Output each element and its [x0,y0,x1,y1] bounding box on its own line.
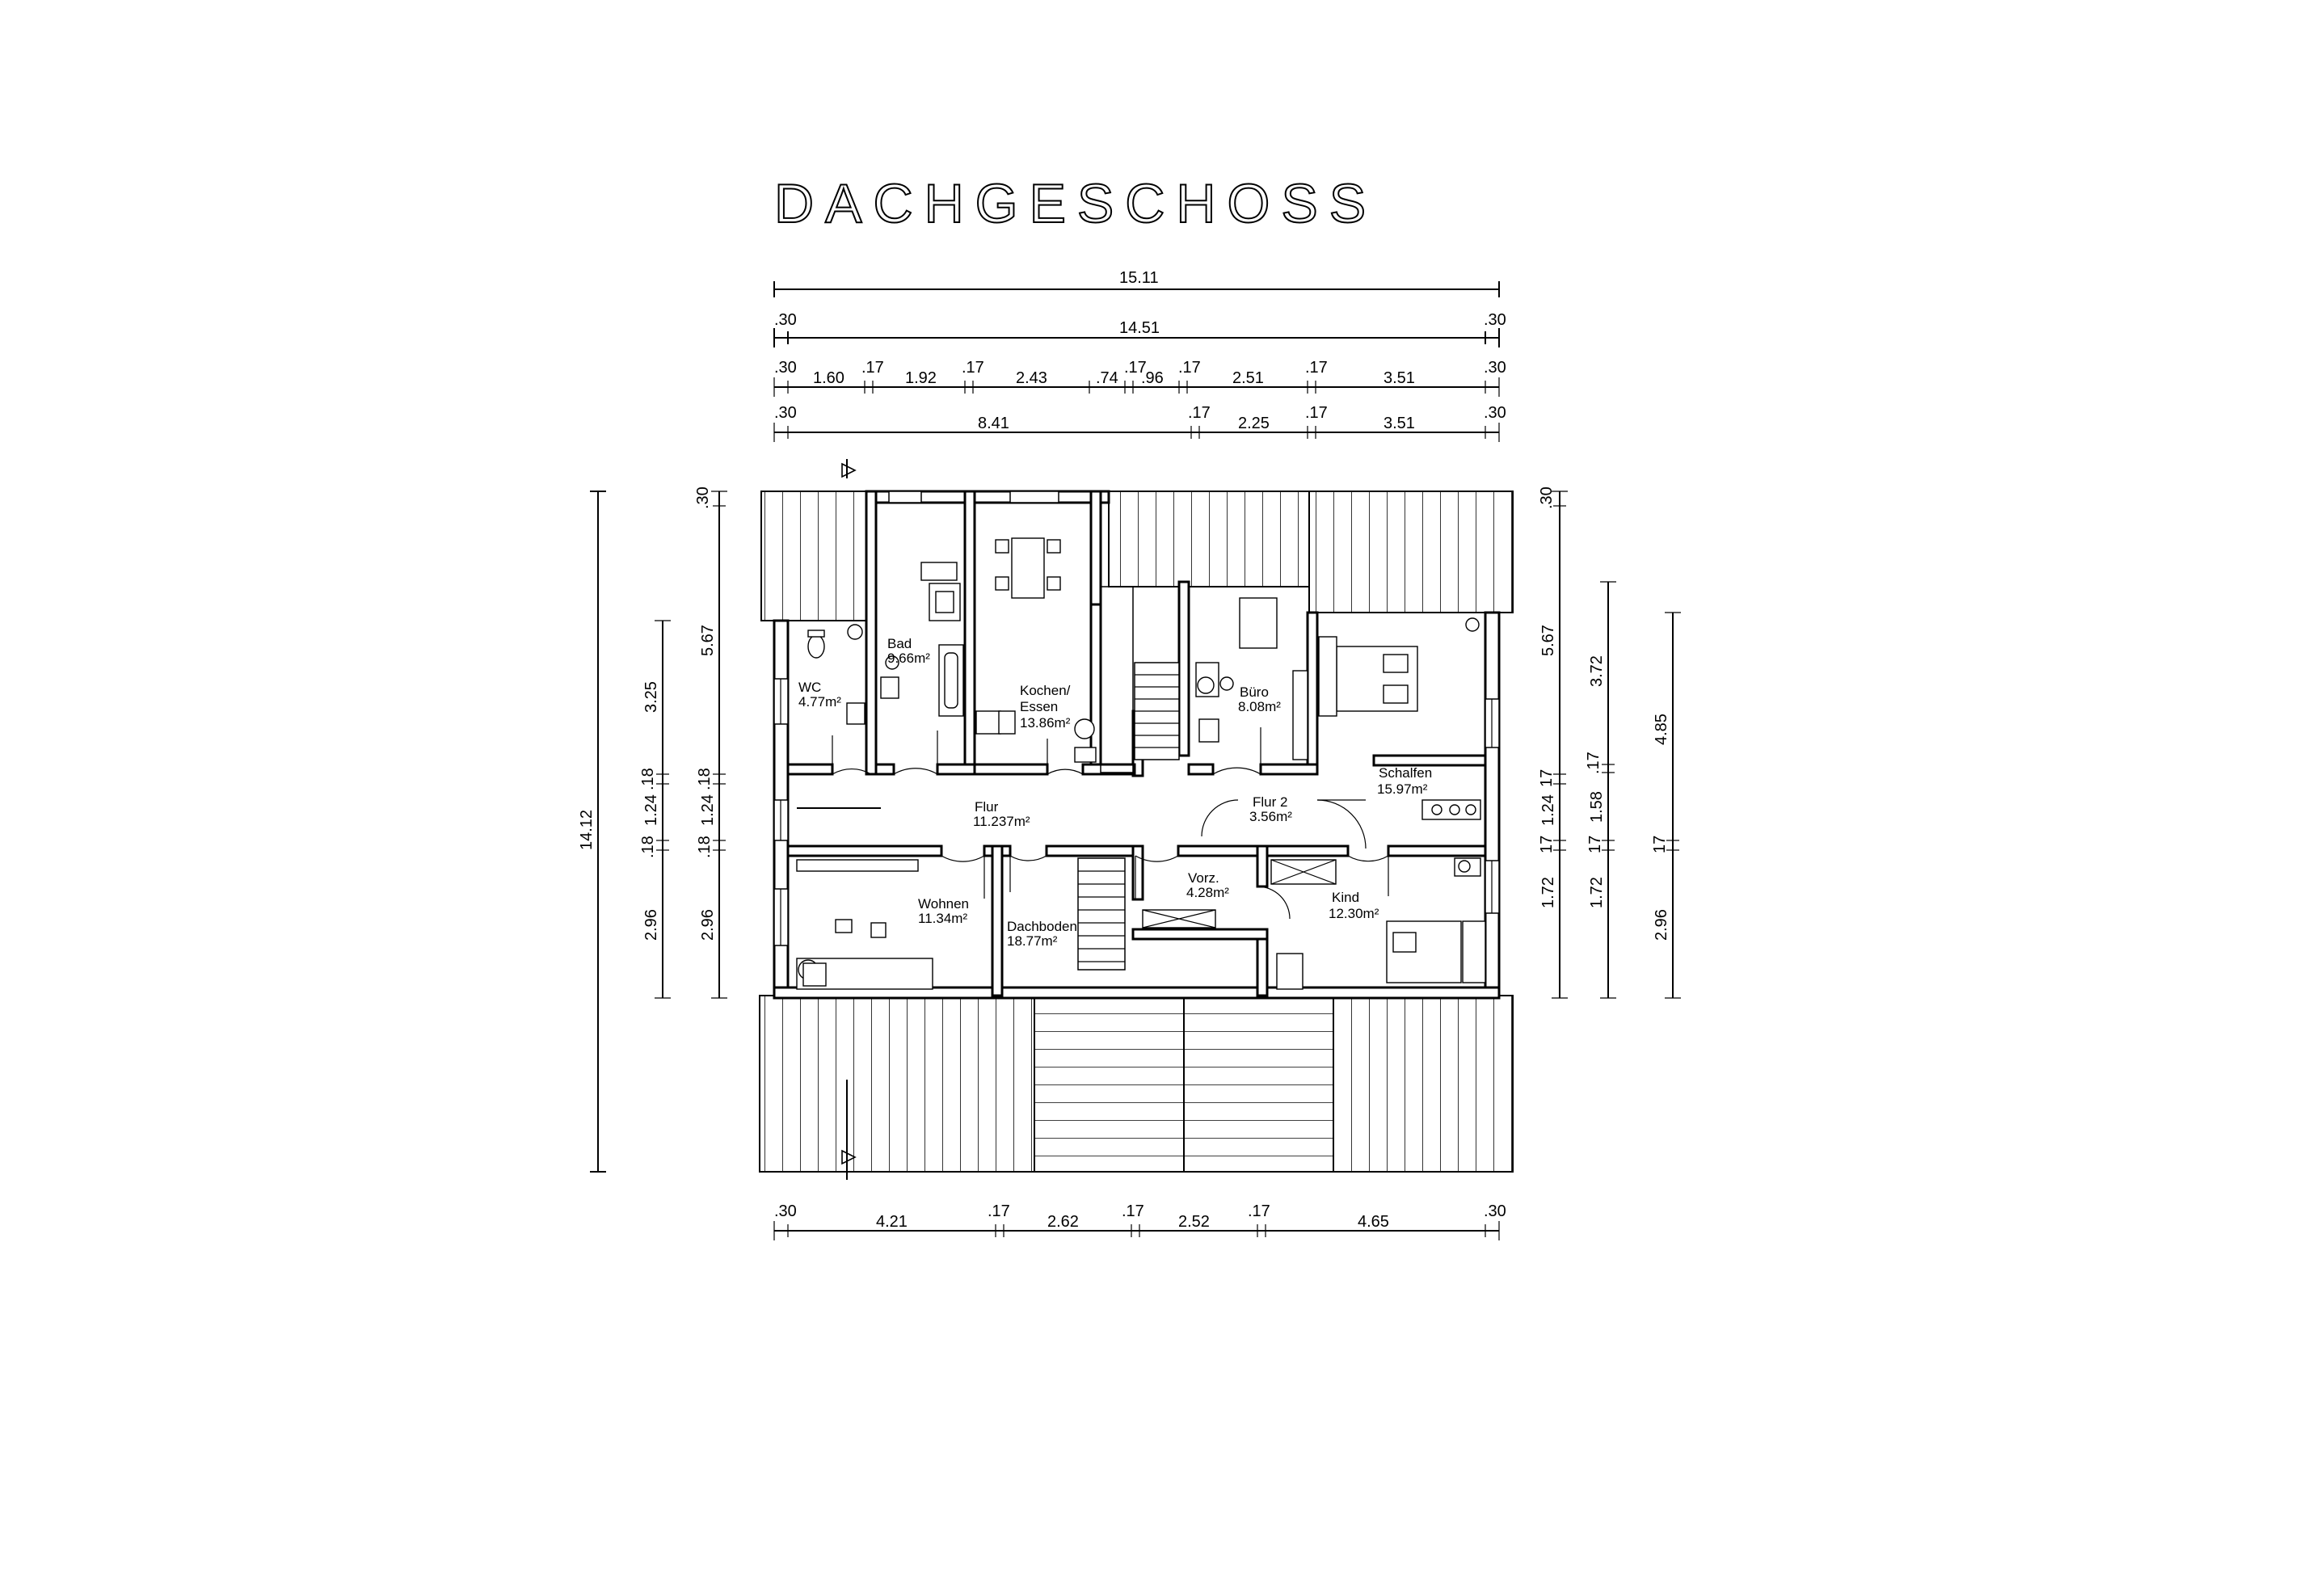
room-area-flur: 11.237m² [973,814,1030,829]
dimension-label: 4.21 [876,1213,908,1231]
dimension-label: .74 [1096,369,1118,387]
dimension-label: .30 [1484,311,1506,329]
dimension-label: 17 [1586,836,1604,853]
dimension-label: .17 [861,359,884,377]
room-name-essen: Essen [1020,699,1058,714]
dimension-label: .18 [639,836,657,858]
dimension-label: 2.62 [1047,1213,1079,1231]
room-name-bad: Bad [887,636,912,651]
section-marker-icon [841,459,857,1180]
dimension-label: .30 [1484,1202,1506,1220]
dimension-label: 1.58 [1588,791,1606,823]
dimension-label: .30 [774,359,797,377]
room-name-dachboden: Dachboden [1007,919,1077,934]
dimension-label: .96 [1141,369,1164,387]
dimension-label: .18 [696,768,714,790]
dimension-label: .17 [1585,752,1603,774]
dimension-label: .30 [1484,404,1506,422]
room-area-wohnen: 11.34m² [918,911,967,926]
dimension-label: .30 [694,486,712,509]
dimension-label: 3.25 [642,681,660,713]
doors [832,727,1389,920]
room-name-flur: Flur [975,799,999,815]
left-dimension-chains: 14.12 3.25 .18 1.24 .18 2.96 .30 5.67 .1… [578,486,727,1173]
dimension-label: .17 [1188,404,1211,422]
dimension-label: 5.67 [1539,625,1557,656]
dimension-label: 14.51 [1119,319,1160,337]
dimension-label: 17 [1651,836,1669,853]
room-area-wc: 4.77m² [798,694,841,710]
dimension-label: 17 [1538,769,1556,787]
dimension-label: 2.96 [699,909,717,941]
dimension-label: .17 [1124,359,1147,377]
dimension-label: 1.72 [1588,877,1606,908]
dimension-label: .17 [1248,1202,1270,1220]
dimension-label: .17 [962,359,984,377]
room-name-vorz: Vorz. [1188,870,1219,886]
dimension-label: .17 [1305,359,1328,377]
dimension-label: .30 [1484,359,1506,377]
dimension-label: .17 [1122,1202,1144,1220]
dimension-label: 17 [1538,836,1556,853]
stairs [1077,586,1180,971]
dimension-label: 2.96 [642,909,660,941]
room-area-buero: 8.08m² [1238,699,1281,714]
dimension-label: .18 [639,768,657,790]
dimension-label: 2.96 [1653,909,1670,941]
bottom-dimension-chain: .30 4.21 .17 2.62 .17 2.52 .17 4.65 .30 [773,1202,1506,1240]
dimension-label: .30 [774,404,797,422]
dimension-label: 5.67 [699,625,717,656]
plan-title: DACHGESCHOSS [774,173,1377,234]
right-dimension-chains: .30 5.67 17 1.24 17 1.72 3.72 .17 1.58 1… [1538,486,1681,999]
dimension-label: 4.65 [1358,1213,1389,1231]
top-dimension-chains: 15.11 .30 14.51 .30 .30 1.60 .17 1.92 .1… [773,269,1506,442]
furniture [796,537,1486,990]
room-labels: WC 4.77m² Bad 9.66m² Kochen/ Essen 13.86… [798,636,1432,949]
room-area-vorz: 4.28m² [1186,885,1229,900]
room-name-kochen: Kochen/ [1020,683,1071,698]
dimension-label: 2.25 [1238,415,1270,432]
dimension-label: 4.85 [1653,714,1670,745]
dimension-label: .30 [1538,486,1556,509]
windows [773,491,1500,946]
room-name-kind: Kind [1332,890,1359,905]
room-name-flur-2: Flur 2 [1253,794,1287,810]
dimension-label: 3.51 [1384,369,1415,387]
room-area-kind: 12.30m² [1329,906,1379,921]
dimension-label: 1.24 [1539,794,1557,826]
dimension-label: .30 [774,1202,797,1220]
room-area-kochen-essen: 13.86m² [1020,715,1071,731]
dimension-label: .30 [774,311,797,329]
dimension-label: 1.92 [905,369,937,387]
dimension-label: 3.51 [1384,415,1415,432]
dimension-label: .17 [1305,404,1328,422]
dimension-label: 1.24 [642,794,660,826]
room-area-schalfen: 15.97m² [1377,781,1428,797]
dimension-label: 2.43 [1016,369,1047,387]
dimension-overall-depth: 14.12 [578,810,596,850]
room-name-wohnen: Wohnen [918,896,969,912]
dimension-label: 2.51 [1232,369,1264,387]
dimension-label: 1.24 [699,794,717,826]
dimension-label: .18 [696,836,714,858]
dimension-label: 2.52 [1178,1213,1210,1231]
room-name-schalfen: Schalfen [1379,765,1432,781]
dimension-overall-width: 15.11 [1119,269,1159,287]
dimension-label: .17 [988,1202,1010,1220]
dimension-label: .17 [1178,359,1201,377]
dimension-label: 8.41 [978,415,1009,432]
room-name-buero: Büro [1240,684,1269,700]
room-area-flur-2: 3.56m² [1249,809,1292,824]
room-area-bad: 9.66m² [887,651,930,666]
dimension-label: 3.72 [1588,655,1606,687]
room-name-wc: WC [798,680,821,695]
dimension-label: 1.72 [1539,877,1557,908]
dimension-label: 1.60 [813,369,844,387]
room-area-dachboden: 18.77m² [1007,933,1058,949]
